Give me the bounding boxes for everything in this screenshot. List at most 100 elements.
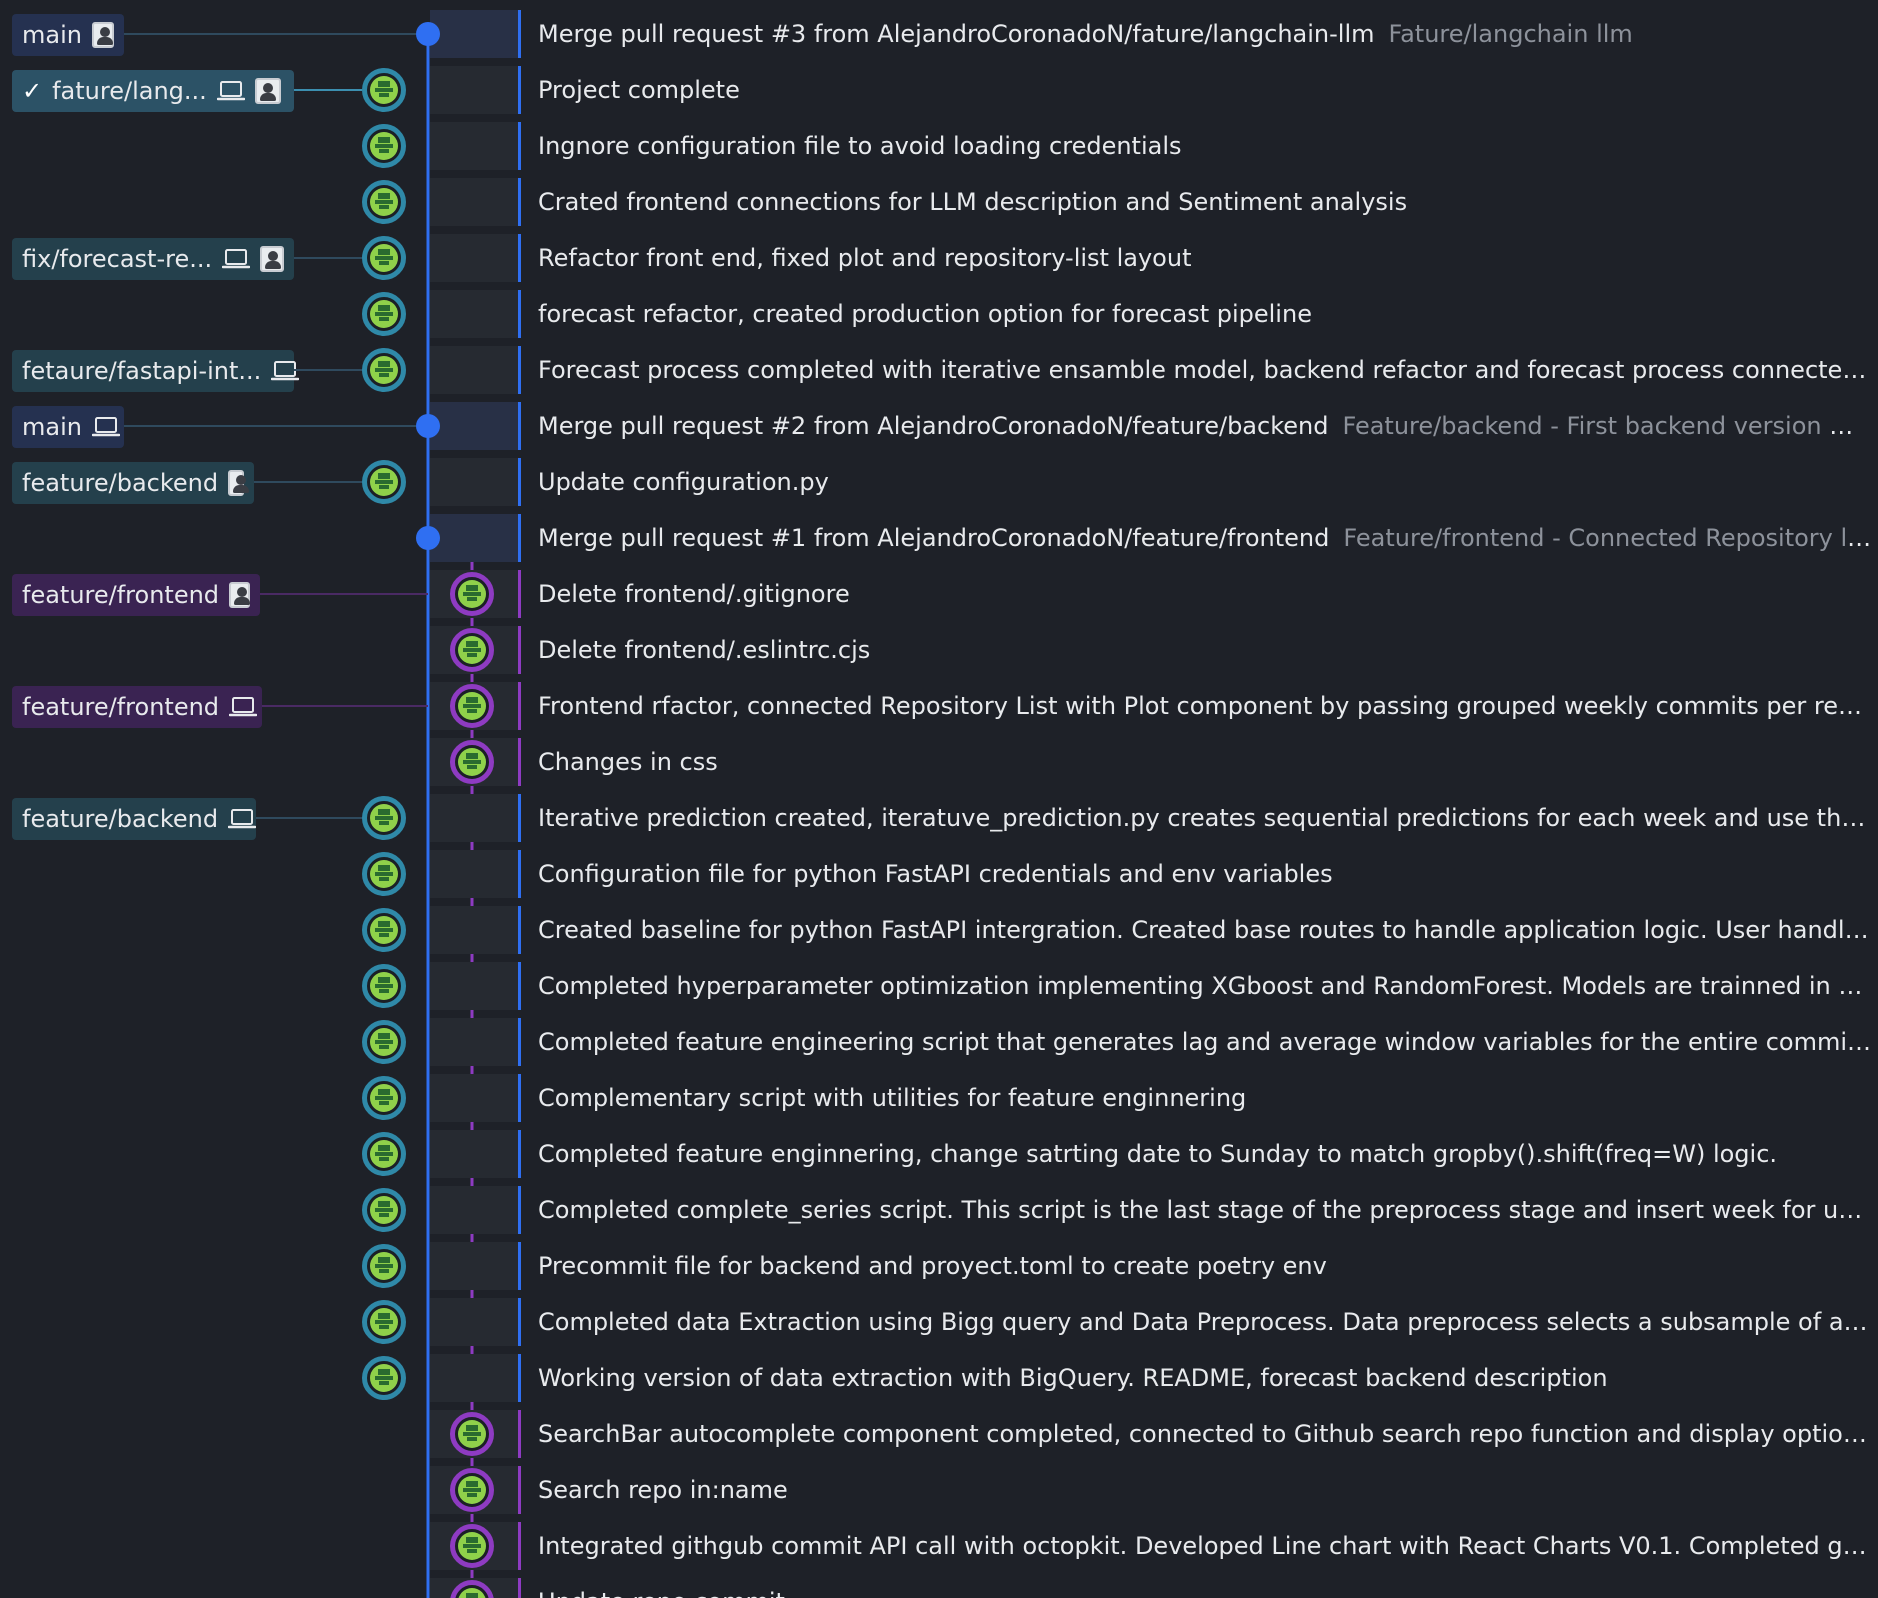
merge-commit-dot[interactable]: [416, 22, 440, 46]
commit-author-avatar-icon[interactable]: [362, 292, 406, 336]
branch-ref-label[interactable]: main: [12, 14, 124, 56]
commit-author-avatar-icon[interactable]: [362, 1300, 406, 1344]
commit-message-cell[interactable]: Search repo in:name: [538, 1462, 1872, 1518]
branch-ref-label[interactable]: feature/frontend: [12, 686, 262, 728]
commit-message-cell[interactable]: Project complete: [538, 62, 1872, 118]
commit-author-avatar-icon[interactable]: [450, 1524, 494, 1568]
commit-row[interactable]: Created baseline for python FastAPI inte…: [0, 902, 1878, 958]
commit-message-cell[interactable]: Update configuration.py: [538, 454, 1872, 510]
commit-message-cell[interactable]: Merge pull request #2 from AlejandroCoro…: [538, 398, 1872, 454]
merge-commit-row[interactable]: Merge pull request #1 from AlejandroCoro…: [0, 510, 1878, 566]
commit-row[interactable]: Delete frontend/.eslintrc.cjs: [0, 622, 1878, 678]
commit-message-cell[interactable]: Completed hyperparameter optimization im…: [538, 958, 1872, 1014]
commit-message-cell[interactable]: Refactor front end, fixed plot and repos…: [538, 230, 1872, 286]
commit-author-avatar-icon[interactable]: [362, 1356, 406, 1400]
commit-row[interactable]: Completed feature enginnering, change sa…: [0, 1126, 1878, 1182]
commit-row[interactable]: Completed feature engineering script tha…: [0, 1014, 1878, 1070]
branch-ref-label[interactable]: fix/forecast-re...: [12, 238, 294, 280]
commit-author-avatar-icon[interactable]: [362, 68, 406, 112]
commit-message-cell[interactable]: Working version of data extraction with …: [538, 1350, 1872, 1406]
commit-author-avatar-icon[interactable]: [362, 852, 406, 896]
commit-message-cell[interactable]: Complementary script with utilities for …: [538, 1070, 1872, 1126]
commit-row[interactable]: Completed complete_series script. This s…: [0, 1182, 1878, 1238]
branch-ref-label[interactable]: main: [12, 406, 124, 448]
commit-author-avatar-icon[interactable]: [362, 796, 406, 840]
commit-message-cell[interactable]: Merge pull request #1 from AlejandroCoro…: [538, 510, 1872, 566]
commit-author-avatar-icon[interactable]: [362, 964, 406, 1008]
branch-ref-label[interactable]: feature/frontend: [12, 574, 260, 616]
commit-message-cell[interactable]: Precommit file for backend and proyect.t…: [538, 1238, 1872, 1294]
commit-author-avatar-icon[interactable]: [362, 1188, 406, 1232]
commit-row[interactable]: Integrated githgub commit API call with …: [0, 1518, 1878, 1574]
commit-row[interactable]: SearchBar autocomplete component complet…: [0, 1406, 1878, 1462]
commit-message-cell[interactable]: Delete frontend/.gitignore: [538, 566, 1872, 622]
branch-ref-label[interactable]: ✓fature/lang...: [12, 70, 294, 112]
commit-row[interactable]: Complementary script with utilities for …: [0, 1070, 1878, 1126]
commit-message: Refactor front end, fixed plot and repos…: [538, 244, 1192, 272]
commit-author-avatar-icon[interactable]: [362, 1076, 406, 1120]
commit-row[interactable]: forecast refactor, created production op…: [0, 286, 1878, 342]
commit-author-avatar-icon[interactable]: [362, 908, 406, 952]
merge-commit-row[interactable]: Merge pull request #2 from AlejandroCoro…: [0, 398, 1878, 454]
commit-message-cell[interactable]: Changes in css: [538, 734, 1872, 790]
branch-ref-label[interactable]: feature/backend: [12, 462, 254, 504]
commit-row[interactable]: Refactor front end, fixed plot and repos…: [0, 230, 1878, 286]
commit-author-avatar-icon[interactable]: [450, 684, 494, 728]
commit-row[interactable]: Ingnore configuration file to avoid load…: [0, 118, 1878, 174]
commit-author-avatar-icon[interactable]: [450, 1412, 494, 1456]
commit-message-cell[interactable]: Crated frontend connections for LLM desc…: [538, 174, 1872, 230]
commit-row[interactable]: Iterative prediction created, iteratuve_…: [0, 790, 1878, 846]
commit-author-avatar-icon[interactable]: [362, 460, 406, 504]
commit-row[interactable]: Precommit file for backend and proyect.t…: [0, 1238, 1878, 1294]
commit-author-avatar-icon[interactable]: [450, 628, 494, 672]
commit-row[interactable]: Changes in css: [0, 734, 1878, 790]
commit-message-cell[interactable]: Ingnore configuration file to avoid load…: [538, 118, 1872, 174]
commit-row[interactable]: Configuration file for python FastAPI cr…: [0, 846, 1878, 902]
commit-message-cell[interactable]: Delete frontend/.eslintrc.cjs: [538, 622, 1872, 678]
commit-row[interactable]: Working version of data extraction with …: [0, 1350, 1878, 1406]
commit-message-cell[interactable]: Completed feature enginnering, change sa…: [538, 1126, 1872, 1182]
ref-connector-line: [294, 369, 362, 371]
commit-row[interactable]: Completed data Extraction using Bigg que…: [0, 1294, 1878, 1350]
commit-message-cell[interactable]: Iterative prediction created, iteratuve_…: [538, 790, 1872, 846]
commit-author-avatar-icon[interactable]: [362, 236, 406, 280]
commit-message-cell[interactable]: Integrated githgub commit API call with …: [538, 1518, 1872, 1574]
commit-message-cell[interactable]: Update repo commit: [538, 1574, 1872, 1598]
commit-author-avatar-icon[interactable]: [450, 740, 494, 784]
commit-row[interactable]: Crated frontend connections for LLM desc…: [0, 174, 1878, 230]
branch-ref-label[interactable]: feature/backend: [12, 798, 257, 840]
commit-message-cell[interactable]: Created baseline for python FastAPI inte…: [538, 902, 1872, 958]
commit-row[interactable]: Search repo in:name: [0, 1462, 1878, 1518]
commit-row[interactable]: Update configuration.py feature/backend: [0, 454, 1878, 510]
commit-row[interactable]: Completed hyperparameter optimization im…: [0, 958, 1878, 1014]
commit-author-avatar-icon[interactable]: [362, 348, 406, 392]
commit-row[interactable]: Frontend rfactor, connected Repository L…: [0, 678, 1878, 734]
commit-message-cell[interactable]: SearchBar autocomplete component complet…: [538, 1406, 1872, 1462]
commit-author-avatar-icon[interactable]: [362, 1132, 406, 1176]
commit-message-cell[interactable]: Forecast process completed with iterativ…: [538, 342, 1872, 398]
commit-author-avatar-icon[interactable]: [362, 1244, 406, 1288]
ref-connector-line: [260, 593, 428, 595]
merge-commit-dot[interactable]: [416, 414, 440, 438]
merge-commit-dot[interactable]: [416, 526, 440, 550]
commit-message-cell[interactable]: forecast refactor, created production op…: [538, 286, 1872, 342]
commit-row[interactable]: Delete frontend/.gitignore feature/fronte…: [0, 566, 1878, 622]
commit-author-avatar-icon[interactable]: [362, 124, 406, 168]
merge-commit-row[interactable]: Merge pull request #3 from AlejandroCoro…: [0, 6, 1878, 62]
commit-row[interactable]: Forecast process completed with iterativ…: [0, 342, 1878, 398]
commit-author-avatar-icon[interactable]: [450, 572, 494, 616]
commit-message-cell[interactable]: Completed feature engineering script tha…: [538, 1014, 1872, 1070]
branch-ref-label[interactable]: fetaure/fastapi-int...: [12, 350, 300, 392]
commit-author-avatar-icon[interactable]: [362, 1020, 406, 1064]
commit-message-cell[interactable]: Configuration file for python FastAPI cr…: [538, 846, 1872, 902]
commit-message-cell[interactable]: Completed complete_series script. This s…: [538, 1182, 1872, 1238]
branch-name: feature/backend: [22, 805, 219, 833]
commit-row[interactable]: Project complete ✓fature/lang...: [0, 62, 1878, 118]
commit-message-cell[interactable]: Frontend rfactor, connected Repository L…: [538, 678, 1872, 734]
commit-author-avatar-icon[interactable]: [362, 180, 406, 224]
commit-message-cell[interactable]: Completed data Extraction using Bigg que…: [538, 1294, 1872, 1350]
commit-author-avatar-icon[interactable]: [450, 1468, 494, 1512]
identicon-icon: [370, 1252, 398, 1280]
commit-message-cell[interactable]: Merge pull request #3 from AlejandroCoro…: [538, 6, 1872, 62]
commit-row[interactable]: Update repo commit: [0, 1574, 1878, 1598]
